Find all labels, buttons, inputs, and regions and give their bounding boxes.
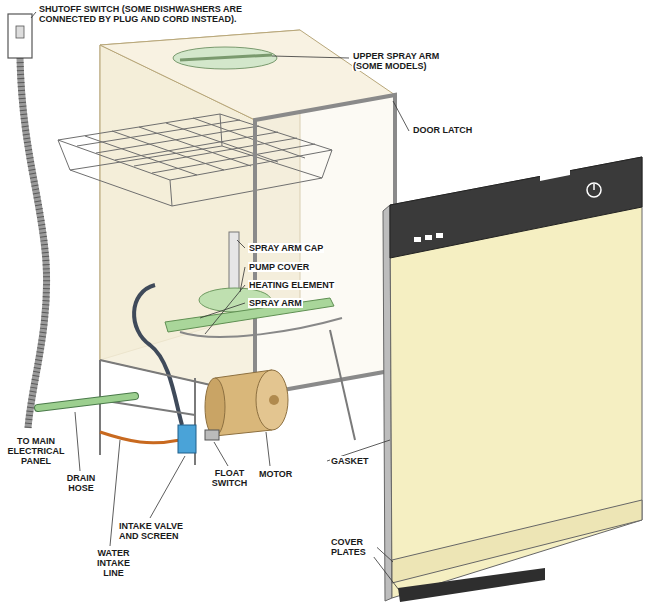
part-label: FLOAT SWITCH xyxy=(206,468,253,488)
spray-arm xyxy=(165,298,334,332)
leader-lines xyxy=(31,12,409,590)
button xyxy=(414,237,421,242)
drain-hose-edge xyxy=(38,396,135,408)
part-label: SPRAY ARM xyxy=(248,298,303,308)
intake-valve xyxy=(178,425,196,453)
motor-face xyxy=(256,370,288,430)
upper-spray-arm xyxy=(173,47,277,69)
part-label: WATER INTAKE LINE xyxy=(90,548,137,578)
water-intake-line xyxy=(100,432,180,443)
upper-spray-bar xyxy=(180,55,272,60)
part-label: INTAKE VALVE AND SCREEN xyxy=(118,521,195,541)
part-label: PUMP COVER xyxy=(248,262,310,272)
part-label: DOOR LATCH xyxy=(412,125,473,135)
control-panel xyxy=(390,157,642,258)
part-label: TO MAIN ELECTRICAL PANEL xyxy=(4,436,68,466)
pump-hose xyxy=(134,285,182,425)
drain-hose xyxy=(38,396,135,408)
part-label: SPRAY ARM CAP xyxy=(248,243,324,253)
button xyxy=(436,233,443,238)
knob-mark xyxy=(593,184,595,190)
part-label: GASKET xyxy=(330,456,370,466)
part-label: SHUTOFF SWITCH (SOME DISHWASHERS ARE CON… xyxy=(38,4,275,24)
knob xyxy=(587,183,601,197)
switch-box xyxy=(8,14,32,58)
part-label: MOTOR xyxy=(258,469,293,479)
conduit xyxy=(20,58,47,428)
part-label: UPPER SPRAY ARM (SOME MODELS) xyxy=(352,51,454,71)
button xyxy=(425,235,432,240)
part-label: COVER PLATES xyxy=(330,537,377,557)
door-handle xyxy=(540,169,570,181)
motor-shaft xyxy=(269,395,279,405)
base-frame xyxy=(100,330,395,465)
door xyxy=(390,157,642,598)
kick-plate xyxy=(398,568,545,602)
cover-plate xyxy=(392,500,642,583)
float-switch xyxy=(205,430,219,440)
conduit-ribs xyxy=(20,58,47,428)
part-label: DRAIN HOSE xyxy=(60,473,102,493)
switch-toggle xyxy=(16,26,24,38)
upper-rack xyxy=(58,114,332,206)
part-label: HEATING ELEMENT xyxy=(248,280,335,290)
motor-back xyxy=(205,378,225,436)
